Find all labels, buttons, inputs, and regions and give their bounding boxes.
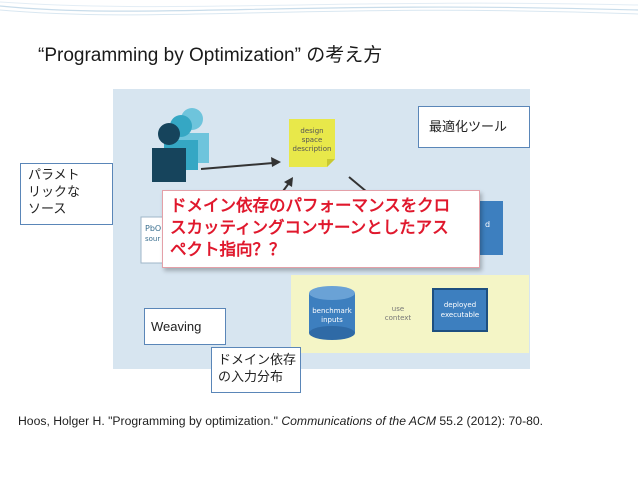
deployed-label-1: deployed — [444, 301, 476, 309]
design-label-2: space — [302, 136, 323, 144]
citation-volume-pages: 55.2 (2012): 70-80. — [436, 414, 544, 428]
use-context-label-1: use — [392, 305, 404, 313]
pbo-source-label: PbO — [145, 224, 161, 233]
benchmark-label-1: benchmark — [312, 307, 352, 315]
citation-authors-title: Hoos, Holger H. "Programming by optimiza… — [18, 414, 282, 428]
pbo-source-sublabel: sour — [145, 235, 160, 243]
callout-weaving: Weaving — [144, 308, 226, 345]
deployed-executable-box: deployed executable — [432, 288, 488, 332]
use-context-label-2: context — [385, 314, 412, 322]
benchmark-label-2: inputs — [321, 316, 343, 324]
citation: Hoos, Holger H. "Programming by optimiza… — [18, 414, 633, 428]
callout-parametric-source: パラメト リックな ソース — [20, 163, 113, 225]
developers-icon — [152, 108, 209, 182]
decorative-header-waves — [0, 1, 638, 16]
design-label-1: design — [300, 127, 323, 135]
callout-input-distribution: ドメイン依存 の入力分布 — [211, 347, 301, 393]
design-space-note: design space description — [289, 119, 335, 167]
deployed-label-2: executable — [441, 311, 479, 319]
benchmark-inputs-cylinder: benchmark inputs — [309, 286, 355, 340]
design-label-3: description — [293, 145, 332, 153]
aspect-oriented-note: ドメイン依存のパフォーマンスをクロ スカッティングコンサーンとしたアス ペクト指… — [162, 190, 480, 268]
callout-optimizer-tool: 最適化ツール — [418, 106, 530, 148]
slide-title: “Programming by Optimization” の考え方 — [38, 45, 383, 66]
citation-journal: Communications of the ACM — [281, 414, 437, 428]
right-partial-label: d — [485, 220, 490, 229]
